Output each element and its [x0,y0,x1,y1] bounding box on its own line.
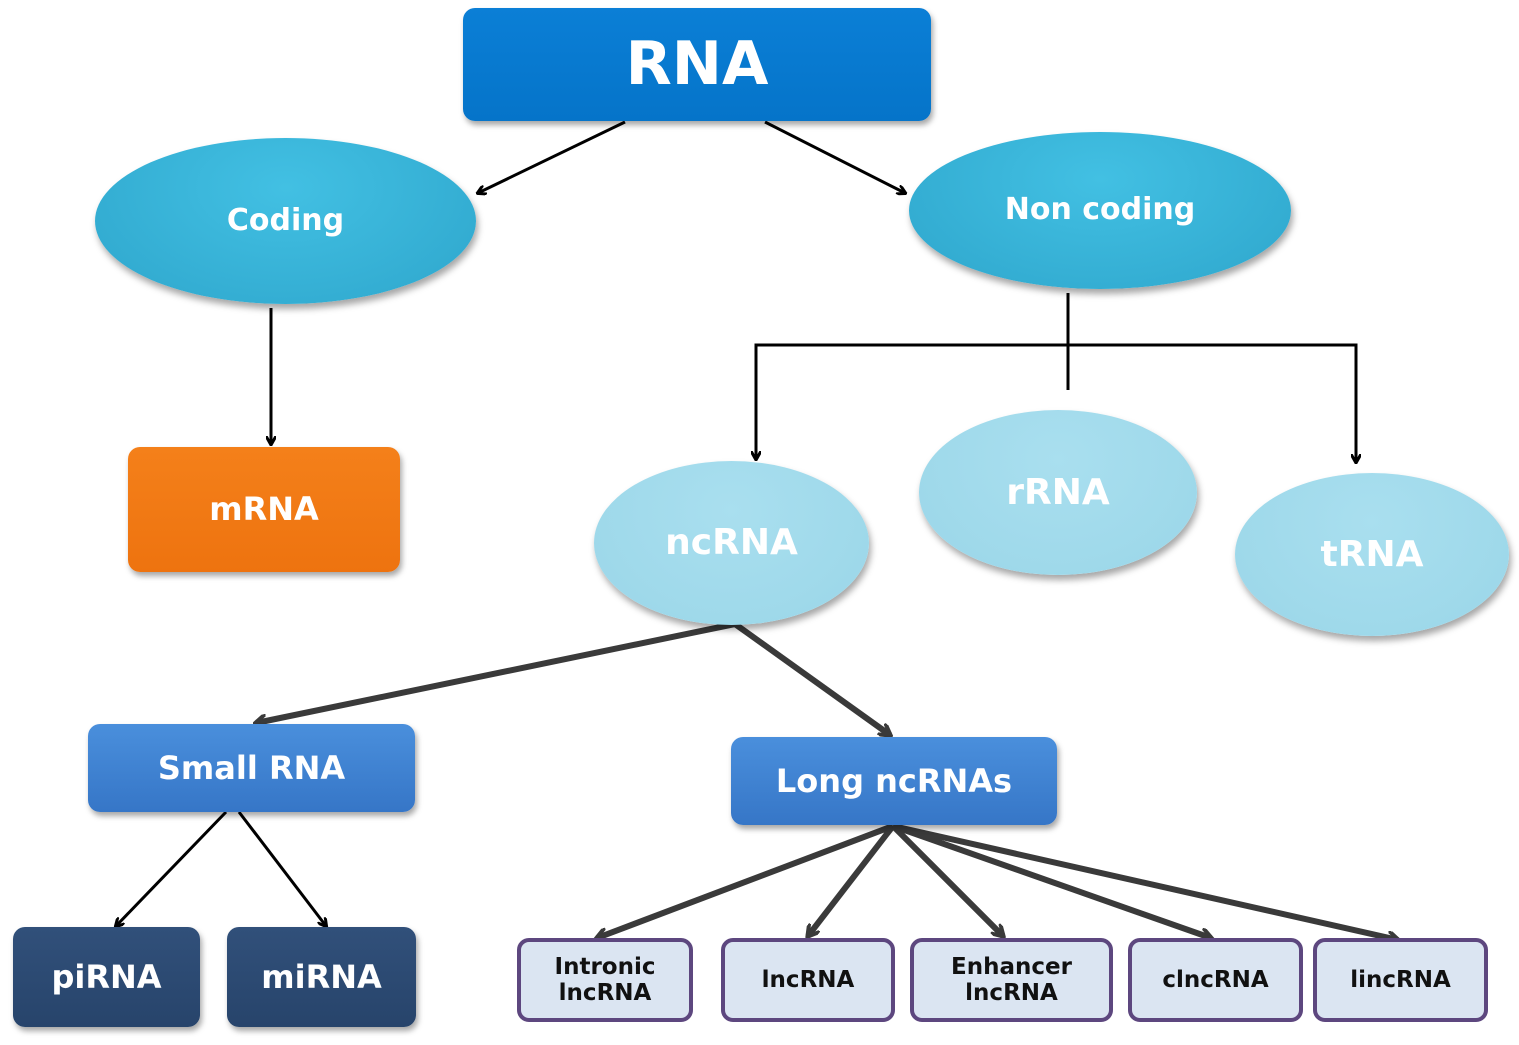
node-clncrna-label: clncRNA [1162,966,1269,993]
edge-ncrna-longncrnas [733,621,890,735]
node-long-ncrnas: Long ncRNAs [731,737,1057,825]
edge-long-enhancer [890,823,1003,936]
node-mirna-label: miRNA [261,957,382,996]
edge-rna-coding [478,120,626,193]
node-trna: tRNA [1235,473,1509,636]
node-ncrna-label: ncRNA [665,522,798,564]
node-clncrna: clncRNA [1128,938,1303,1022]
edge-smallrna-mirna [237,811,326,926]
node-coding-label: Coding [226,202,345,238]
node-ncrna: ncRNA [594,461,869,625]
node-lincrna: lincRNA [1313,938,1488,1022]
node-non-coding: Non coding [909,132,1291,289]
node-intronic-lncrna-line2: lncRNA [558,980,652,1006]
node-mirna: miRNA [227,927,416,1027]
node-lncrna: lncRNA [721,938,895,1022]
edge-noncoding-trna [1068,343,1356,462]
edge-smallrna-pirna [116,810,228,926]
edge-ncrna-smallrna [256,621,736,723]
node-mrna-label: mRNA [209,490,319,529]
node-rna-label: RNA [625,29,769,99]
node-intronic-lncrna: Intronic lncRNA [517,938,693,1022]
node-long-ncrnas-label: Long ncRNAs [775,761,1013,800]
node-small-rna: Small RNA [88,724,415,812]
node-rna: RNA [463,8,931,121]
node-coding: Coding [95,138,476,304]
node-intronic-lncrna-line1: Intronic [554,953,656,980]
edge-long-lincrna [892,823,1398,940]
edge-long-intronic [597,823,895,938]
node-enhancer-lncrna: Enhancer lncRNA [910,938,1113,1022]
node-non-coding-label: Non coding [1004,192,1196,228]
node-mrna: mRNA [128,447,400,572]
node-small-rna-label: Small RNA [157,748,346,787]
edge-noncoding-ncrna [756,343,1068,459]
node-enhancer-lncrna-line1: Enhancer [951,953,1072,980]
node-pirna: piRNA [13,927,200,1027]
edge-long-lncrna [808,824,896,936]
node-trna-label: tRNA [1320,533,1424,575]
node-pirna-label: piRNA [51,957,162,996]
node-rrna-label: rRNA [1006,471,1110,513]
node-rrna: rRNA [919,410,1197,575]
node-lncrna-label: lncRNA [761,966,855,993]
edge-long-clncrna [892,823,1211,938]
node-lincrna-label: lincRNA [1350,966,1451,993]
node-enhancer-lncrna-line2: lncRNA [965,980,1058,1006]
edge-rna-noncoding [764,120,905,193]
